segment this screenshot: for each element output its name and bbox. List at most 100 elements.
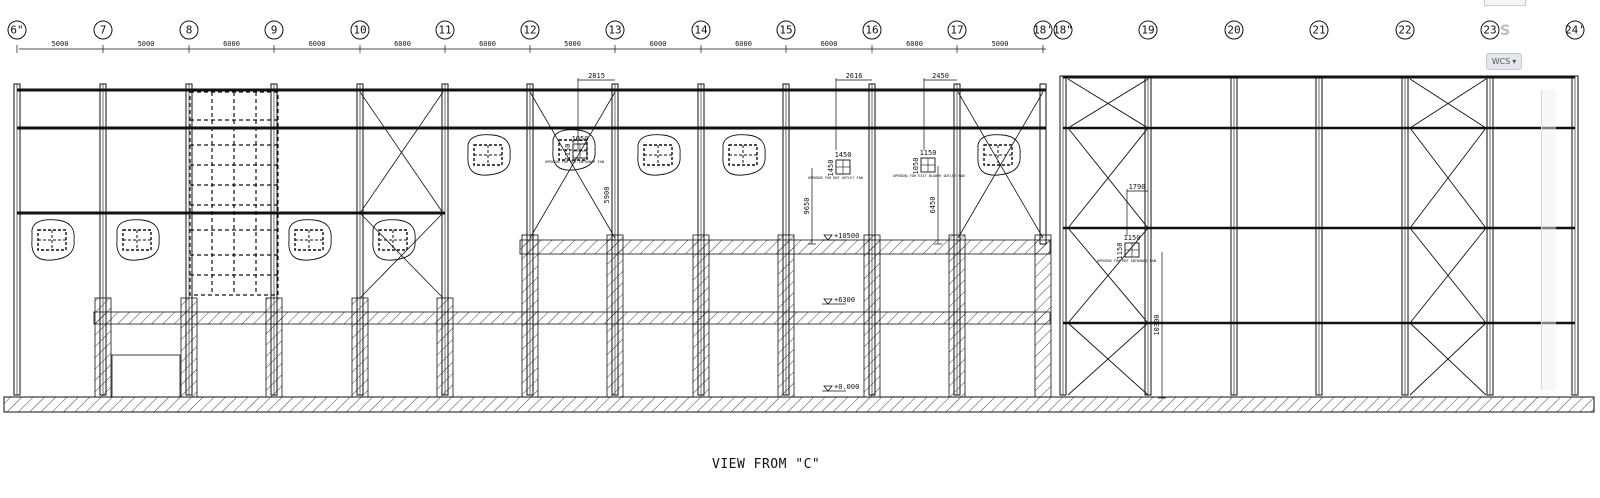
louvre-opening	[722, 134, 766, 176]
bay-dimensions: 5000 5000 6000 6000 6000 6000 5000 6000 6000 6000…	[16, 40, 1044, 53]
concrete-pier	[606, 234, 624, 398]
grid-label: 8	[186, 24, 193, 37]
bay-dimension-label: 6000	[821, 40, 838, 48]
detail-dimension-label: 10300	[1153, 314, 1161, 335]
column	[1059, 75, 1067, 396]
louvre-opening	[288, 219, 332, 261]
detail-dimension-label: 1150	[1124, 234, 1141, 242]
opening-note: OPENING FOR RDF ENTRANCE FAN	[1097, 259, 1156, 263]
bay-dimension-label: 6000	[394, 40, 411, 48]
grid-bubble: 19	[1138, 20, 1158, 40]
right-steel-frame	[1063, 75, 1575, 396]
bay-dimension-label: 6000	[479, 40, 496, 48]
opening-note: OPENING FOR EXIT BLOWER OUTLET FAN	[893, 174, 965, 178]
detail-dimension-label: 2815	[588, 72, 605, 80]
detail-dimension-label: 6450	[929, 197, 937, 214]
grid-bubble: 23	[1480, 20, 1500, 40]
grid-bubble: 18'	[1033, 20, 1053, 40]
detail-dimension-label: 1450	[835, 151, 852, 159]
concrete-pier	[863, 234, 881, 398]
grid-bubble: 17	[947, 20, 967, 40]
bay-dimension-label: 5000	[138, 40, 155, 48]
elevation-marker: +10500	[822, 232, 859, 241]
detail-dimension-label: 1450	[827, 160, 835, 177]
viewcube-compass[interactable]: S	[1490, 19, 1520, 43]
detail-dimension-label: 1150	[920, 149, 937, 157]
grid-label: 10	[353, 24, 366, 37]
dashed-panel-grid-8-9	[189, 91, 279, 296]
grid-bubble: 7	[93, 20, 113, 40]
bay-dimension-label: 6000	[735, 40, 752, 48]
grid-label: 9	[271, 24, 278, 37]
elevation-markers: +10500 +6300 +0.000	[822, 232, 859, 392]
grid-label: 20	[1227, 24, 1240, 37]
concrete-pier	[777, 234, 795, 398]
grid-label: 7	[100, 24, 107, 37]
column	[1571, 75, 1579, 396]
viewcube-top-edge[interactable]	[1484, 0, 1526, 6]
grid-bubble: 12	[520, 20, 540, 40]
viewcube-face-label: S	[1499, 23, 1511, 39]
detail-dimension-label: 1150	[564, 144, 572, 161]
grid-bubble: 13	[605, 20, 625, 40]
column-18-prime	[1039, 83, 1047, 245]
grid-label: 19	[1141, 24, 1154, 37]
detail-dimension-label: 2450	[932, 72, 949, 80]
grid-bubble: 20	[1224, 20, 1244, 40]
column	[1230, 75, 1238, 396]
detail-dimension-label: 2616	[846, 72, 863, 80]
opening-note: OPENING FOR RDF ENTRANCE FAN	[545, 160, 604, 164]
detail-dimension-label: 1050	[572, 135, 589, 143]
ground-slab	[3, 396, 1595, 413]
grid-bubble: 9	[264, 20, 284, 40]
elevation-marker: +6300	[822, 296, 855, 305]
grid-bubble: 18"	[1053, 20, 1073, 40]
bay-dimension-label: 5000	[992, 40, 1009, 48]
wcs-dropdown[interactable]: WCS▾	[1486, 53, 1522, 70]
elevation-label: +10500	[834, 232, 859, 240]
bay-dimension-label: 6000	[906, 40, 923, 48]
concrete-pier	[692, 234, 710, 398]
column	[1401, 75, 1409, 396]
grid-label: 16	[865, 24, 878, 37]
grid-label: 15	[779, 24, 792, 37]
concrete-pier	[436, 297, 454, 398]
grid-label: 14	[694, 24, 708, 37]
navigation-bar[interactable]	[1541, 90, 1556, 390]
grid-bubble: 10	[350, 20, 370, 40]
bay-dimension-label: 6000	[223, 40, 240, 48]
roof-beams-left	[17, 88, 1046, 215]
grid-label: 17	[950, 24, 963, 37]
bay-dimension-label: 5000	[564, 40, 581, 48]
concrete-pier	[521, 234, 539, 398]
detail-dimension-label: 1050	[912, 158, 920, 175]
grid-bubble: 15	[776, 20, 796, 40]
concrete-pier	[94, 297, 112, 398]
grid-label: 23	[1483, 24, 1496, 37]
elevation-label: +6300	[834, 296, 855, 304]
grid-label: 6"	[10, 24, 23, 37]
grid-label: 24'	[1565, 24, 1585, 37]
grid-bubble: 21	[1309, 20, 1329, 40]
grid-bubble: 16	[862, 20, 882, 40]
grid-label: 18"	[1053, 24, 1073, 37]
grid-label: 13	[608, 24, 621, 37]
louvre-opening	[467, 134, 511, 176]
opening-note: OPENING FOR RDF OUTLET FAN	[808, 176, 863, 180]
concrete-frame	[93, 239, 1051, 398]
concrete-pier	[265, 297, 283, 398]
grid-bubble: 24'	[1565, 20, 1585, 40]
elevation-marker: +0.000	[822, 383, 859, 392]
bay-dimension-label: 6000	[650, 40, 667, 48]
concrete-pier	[1034, 234, 1052, 398]
louvre-opening	[116, 219, 160, 261]
grid-bubble: 22	[1395, 20, 1415, 40]
column	[1144, 75, 1152, 396]
grid-label: 21	[1312, 24, 1325, 37]
column	[1486, 75, 1494, 396]
wcs-label: WCS	[1491, 57, 1511, 66]
elevation-label: +0.000	[834, 383, 859, 391]
detail-dimension-label: 5900	[603, 187, 611, 204]
